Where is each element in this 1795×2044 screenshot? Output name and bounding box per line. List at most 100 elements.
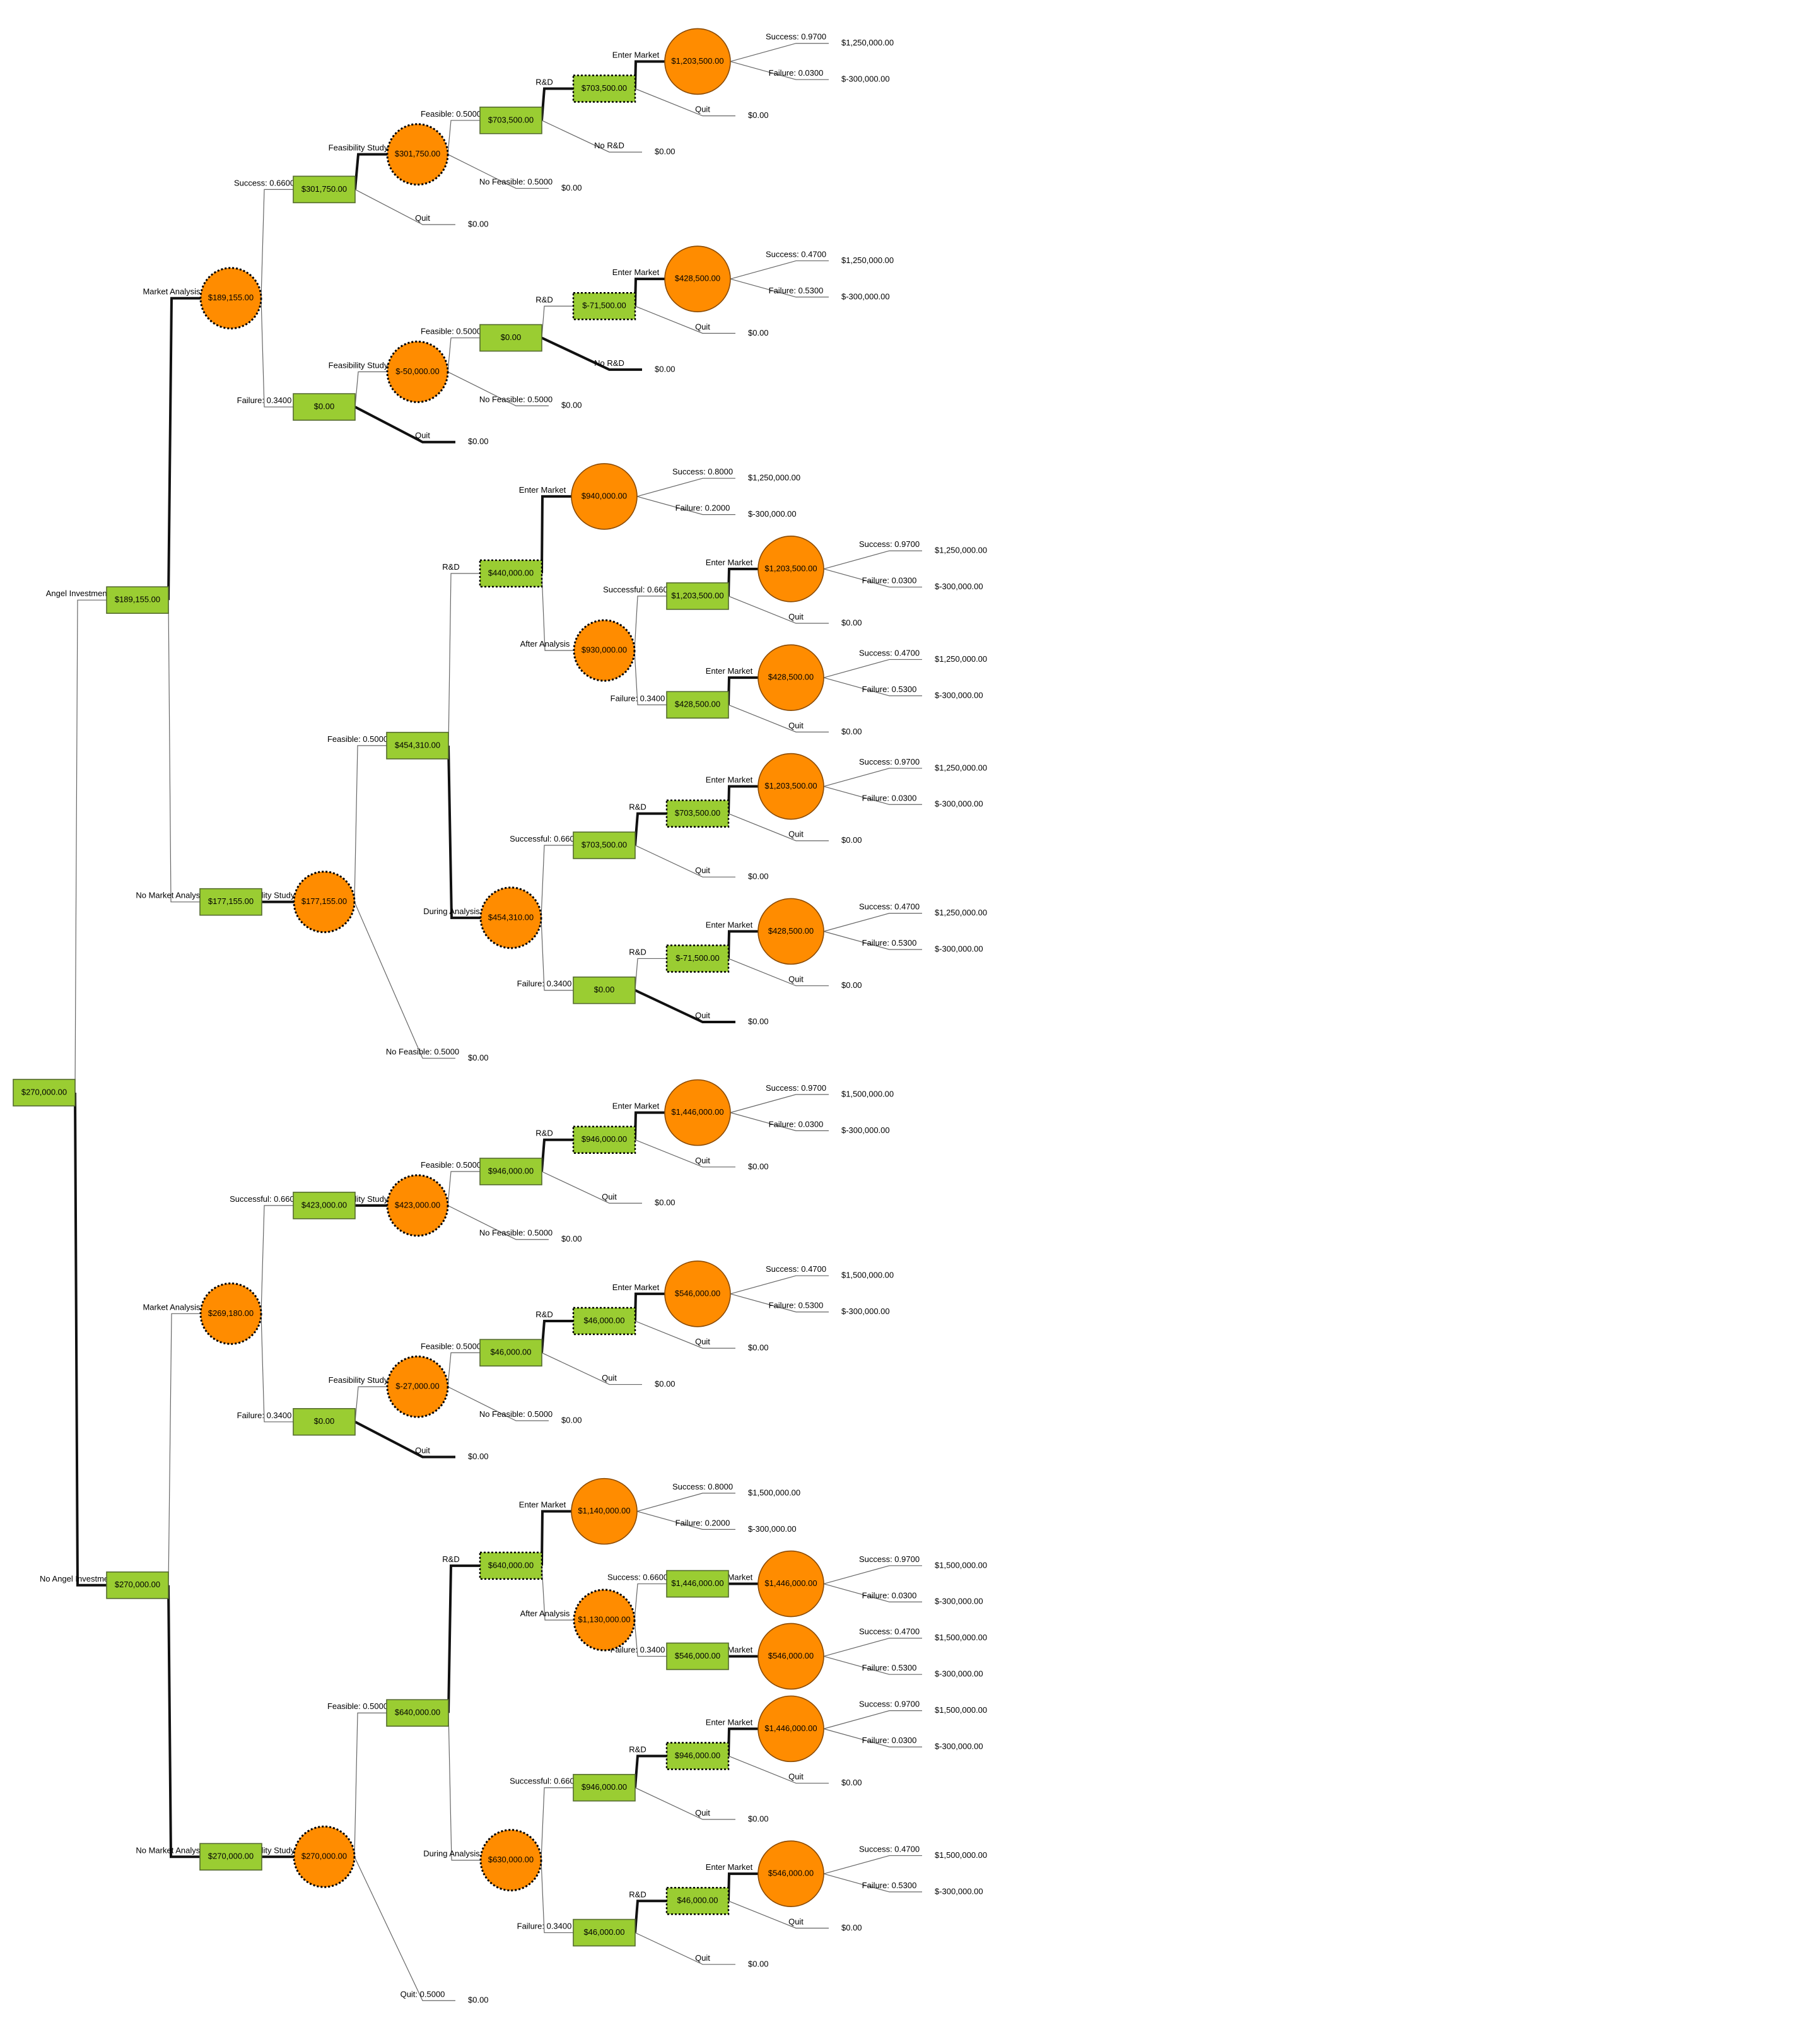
payoff-value: $1,500,000.00 [935,1560,987,1570]
branch-label: No Market Analysis [136,1845,206,1855]
decision-node[interactable]: $454,310.00 [386,732,449,760]
decision-node[interactable]: $703,500.00 [665,799,730,828]
decision-node[interactable]: $301,750.00 [293,175,356,204]
branch-label: Quit [695,1953,710,1963]
chance-node[interactable]: $301,750.00 [386,123,449,186]
payoff-value: $1,250,000.00 [935,763,987,772]
branch-label: Success: 0.9700 [766,1083,826,1093]
decision-node[interactable]: $1,446,000.00 [666,1570,729,1598]
chance-node[interactable]: $1,446,000.00 [664,1079,731,1146]
decision-node[interactable]: $0.00 [293,1407,356,1436]
branch-label: Enter Market [706,920,753,929]
node-value: $301,750.00 [301,184,347,194]
decision-node[interactable]: $703,500.00 [572,74,636,103]
branch-line [634,1932,735,1965]
node-value: $46,000.00 [677,1896,718,1905]
chance-node[interactable]: $546,000.00 [757,1840,824,1907]
decision-box [572,292,636,320]
chance-node[interactable]: $423,000.00 [386,1174,449,1237]
branch-line [168,1313,201,1585]
branch-line [260,1313,293,1423]
payoff-value: $0.00 [655,1379,675,1389]
chance-node[interactable]: $546,000.00 [664,1260,731,1327]
decision-node[interactable]: $546,000.00 [666,1642,729,1671]
chance-node[interactable]: $454,310.00 [479,886,542,949]
chance-node[interactable]: $630,000.00 [479,1829,542,1892]
chance-node[interactable]: $177,155.00 [293,871,356,934]
node-value: $270,000.00 [115,1580,160,1589]
payoff-value: $-300,000.00 [935,1669,983,1679]
chance-node[interactable]: $1,140,000.00 [571,1477,638,1545]
chance-node[interactable]: $428,500.00 [757,898,824,965]
decision-node[interactable]: $0.00 [293,393,356,421]
branch-label: Failure: 0.3400 [517,1922,572,1931]
decision-node[interactable]: $189,155.00 [106,586,169,614]
chance-node[interactable]: $1,203,500.00 [664,28,731,95]
branch-line [823,1565,922,1585]
chance-node[interactable]: $1,203,500.00 [757,753,824,820]
node-value: $440,000.00 [488,568,534,577]
branch-line [634,989,735,1023]
branch-label: Enter Market [706,666,753,676]
payoff-value: $1,500,000.00 [841,1271,894,1280]
chance-node[interactable]: $1,130,000.00 [573,1589,636,1652]
branch-line [168,600,200,903]
decision-node[interactable]: $46,000.00 [573,1918,636,1947]
decision-node[interactable]: $270,000.00 [106,1571,169,1599]
decision-node[interactable]: $440,000.00 [479,559,543,588]
branch-line [354,902,455,1059]
branch-line [448,1713,481,1861]
chance-node[interactable]: $-50,000.00 [386,340,449,403]
decision-node[interactable]: $428,500.00 [666,691,729,719]
chance-node[interactable]: $1,203,500.00 [757,536,824,602]
decision-node[interactable]: $270,000.00 [13,1079,76,1107]
decision-node[interactable]: $1,203,500.00 [666,582,729,610]
decision-node[interactable]: $640,000.00 [386,1699,449,1727]
branch-label: Quit [695,1337,710,1346]
decision-box [479,107,542,134]
decision-node[interactable]: $703,500.00 [479,107,542,134]
chance-node[interactable]: $269,180.00 [199,1282,262,1345]
decision-node[interactable]: $946,000.00 [572,1125,636,1154]
decision-node[interactable]: $46,000.00 [665,1887,730,1915]
decision-node[interactable]: $46,000.00 [479,1339,542,1367]
decision-node[interactable]: $703,500.00 [573,831,636,859]
branch-label: Enter Market [706,1862,753,1872]
decision-node[interactable]: $-71,500.00 [665,944,730,973]
node-value: $0.00 [314,402,335,411]
chance-node[interactable]: $930,000.00 [573,619,636,682]
branch-label: Enter Market [519,485,566,495]
branch-line [541,336,642,371]
decision-node[interactable]: $423,000.00 [293,1192,356,1219]
chance-node[interactable]: $189,155.00 [199,267,262,330]
branch-line [354,745,387,902]
payoff-value: $-300,000.00 [935,1597,983,1606]
payoff-value: $0.00 [841,1923,862,1932]
decision-node[interactable]: $270,000.00 [199,1843,262,1871]
chance-node[interactable]: $-27,000.00 [386,1355,449,1418]
chance-node[interactable]: $940,000.00 [571,463,638,530]
node-value: $1,203,500.00 [764,563,817,573]
decision-node[interactable]: $177,155.00 [199,888,262,916]
decision-node[interactable]: $946,000.00 [479,1158,542,1185]
chance-node[interactable]: $546,000.00 [757,1623,824,1690]
chance-node[interactable]: $1,446,000.00 [757,1550,824,1618]
branch-line [636,496,735,515]
chance-node[interactable]: $428,500.00 [664,245,731,312]
branch-line [354,1856,455,2001]
chance-node[interactable]: $428,500.00 [757,644,824,711]
decision-node[interactable]: $0.00 [573,976,636,1004]
branch-line [823,1710,922,1729]
decision-node[interactable]: $46,000.00 [572,1307,636,1336]
decision-node[interactable]: $-71,500.00 [572,292,636,320]
branch-line [541,305,573,338]
decision-node[interactable]: $946,000.00 [573,1773,636,1802]
decision-box [106,1571,169,1599]
decision-node[interactable]: $640,000.00 [479,1551,543,1580]
branch-label: Success: 0.4700 [859,902,920,912]
decision-node[interactable]: $0.00 [479,324,542,352]
chance-node[interactable]: $1,446,000.00 [757,1695,824,1763]
chance-node[interactable]: $270,000.00 [293,1825,356,1888]
decision-node[interactable]: $946,000.00 [665,1742,730,1770]
